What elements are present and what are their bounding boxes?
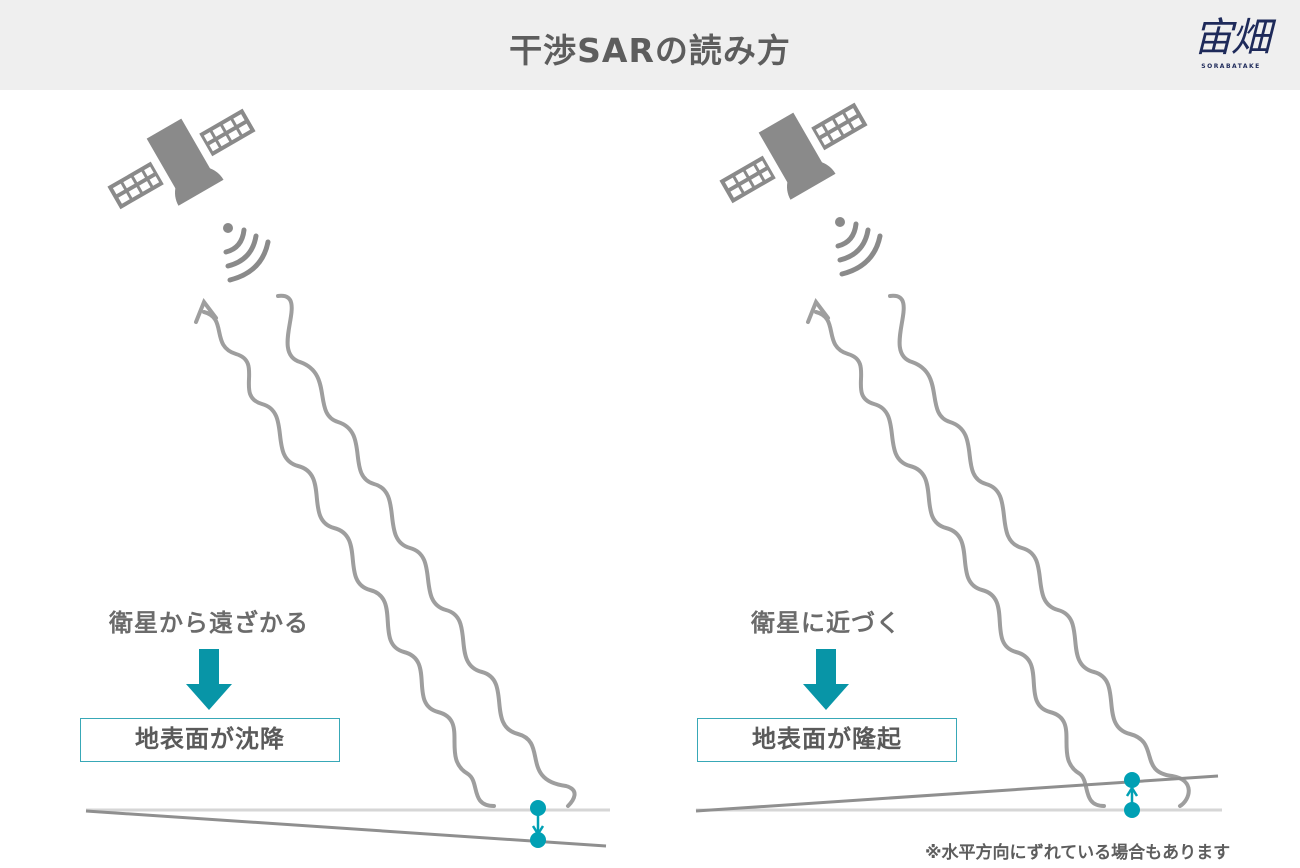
return-wave [814,310,1106,808]
panel-right-satellite [708,84,880,274]
return-wave [202,310,496,808]
caption-right: 衛星に近づく [751,609,901,637]
subsidence-marker [530,800,546,848]
panel-right-waves [806,293,1191,808]
satellite-icon [708,84,880,274]
caption-left: 衛星から遠ざかる [109,609,309,637]
wave-arrowhead [194,297,218,324]
result-box-left: 地表面が沈降 [80,718,340,762]
header-bar: 干渉SARの読み方 宙畑 SORABATAKE [0,0,1300,90]
subsided-ground [85,809,607,848]
page-title: 干渉SARの読み方 [509,31,791,70]
wave-arrowhead [806,297,830,324]
outgoing-wave [888,293,1191,808]
down-arrow-icon [186,649,232,710]
uplift-marker [1124,772,1140,818]
logo-subtext: SORABATAKE [1201,63,1261,70]
satellite-icon [96,90,268,280]
sorabatake-logo: 宙畑 SORABATAKE [1186,14,1276,74]
result-box-right: 地表面が隆起 [697,718,957,762]
logo-mark: 宙畑 [1193,15,1271,61]
panel-left-satellite [96,90,268,280]
down-arrow-icon [803,649,849,710]
panel-left-waves [194,293,577,808]
outgoing-wave [276,293,577,808]
footnote: ※水平方向にずれている場合もあります [925,843,1231,863]
